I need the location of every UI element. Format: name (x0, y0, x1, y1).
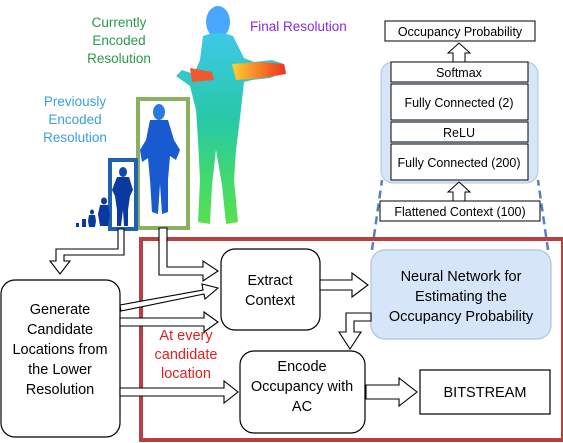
encode-to-bitstream-arrow-icon (365, 376, 418, 408)
bitstream-box (419, 369, 551, 415)
nn-detail-connector-left (370, 179, 384, 251)
at-every-label-2: candidate (155, 347, 218, 363)
fc2-label: Fully Connected (2) (404, 96, 513, 110)
extract-label-1: Extract (247, 273, 292, 289)
nn-output-box (384, 20, 536, 42)
flattened-to-fc-arrow-icon (446, 181, 472, 202)
encode-label-1: Encode (277, 359, 326, 375)
generate-to-extract-second-arrow-icon (119, 310, 219, 334)
extract-to-nn-arrow-icon (319, 271, 369, 299)
extract-label-2: Context (245, 293, 295, 309)
nn-label-1: Neural Network for (401, 269, 522, 285)
generate-label-1: Generate (30, 302, 90, 318)
nn-to-encode-arrow-icon (337, 312, 372, 351)
generate-to-encode-arrow-icon (119, 379, 239, 405)
encode-label-2: Occupancy with (251, 379, 353, 395)
tiniest-figure-icon (76, 219, 86, 227)
nn-label-2: Estimating the (415, 289, 507, 305)
flattened-context-label: Flattened Context (100) (394, 205, 525, 219)
nn-label-3: Occupancy Probability (389, 309, 534, 325)
neural-network-box (370, 249, 552, 340)
small-figure-icon (98, 197, 110, 226)
extract-context-box (220, 248, 321, 331)
generate-label-3: Locations from (12, 342, 107, 358)
previous-to-generate-arrow-icon (48, 228, 125, 275)
at-every-label-1: At every (159, 328, 213, 344)
current-to-extract-arrow-icon (158, 227, 219, 283)
generate-label-5: Resolution (26, 382, 95, 398)
encode-label-3: AC (292, 399, 312, 415)
generate-label-2: Candidate (27, 322, 93, 338)
nn-detail-connector-right (536, 179, 550, 251)
softmax-label: Softmax (436, 66, 483, 80)
currently-encoded-label-2: Encoded (92, 33, 145, 48)
relu-box (390, 121, 529, 143)
at-every-label-3: location (161, 366, 211, 382)
encode-occupancy-box (239, 350, 366, 434)
previous-resolution-figure-icon (112, 167, 133, 226)
generate-to-extract-arrow-icon (119, 283, 220, 312)
candidate-loop-frame (139, 237, 563, 442)
final-resolution-figure-icon (176, 6, 286, 224)
currently-encoded-label-3: Resolution (87, 51, 151, 66)
fc2-box (390, 83, 529, 121)
generate-label-4: the Lower (28, 362, 92, 378)
previously-encoded-label-1: Previously (44, 94, 107, 109)
fc200-box (390, 143, 529, 181)
generate-candidates-box (0, 279, 121, 438)
fc200-label: Fully Connected (200) (398, 156, 521, 170)
currently-encoded-label-1: Currently (92, 15, 147, 30)
bitstream-label: BITSTREAM (444, 385, 527, 401)
previously-encoded-label-2: Encoded (48, 112, 101, 127)
softmax-to-output-arrow-icon (446, 42, 472, 63)
tiny-figure-icon (88, 209, 96, 227)
final-resolution-label: Final Resolution (250, 19, 347, 34)
nn-output-label: Occupancy Probability (398, 25, 523, 39)
current-resolution-figure-icon (140, 104, 180, 214)
previously-encoded-label-3: Resolution (43, 130, 107, 145)
relu-label: ReLU (443, 126, 475, 140)
